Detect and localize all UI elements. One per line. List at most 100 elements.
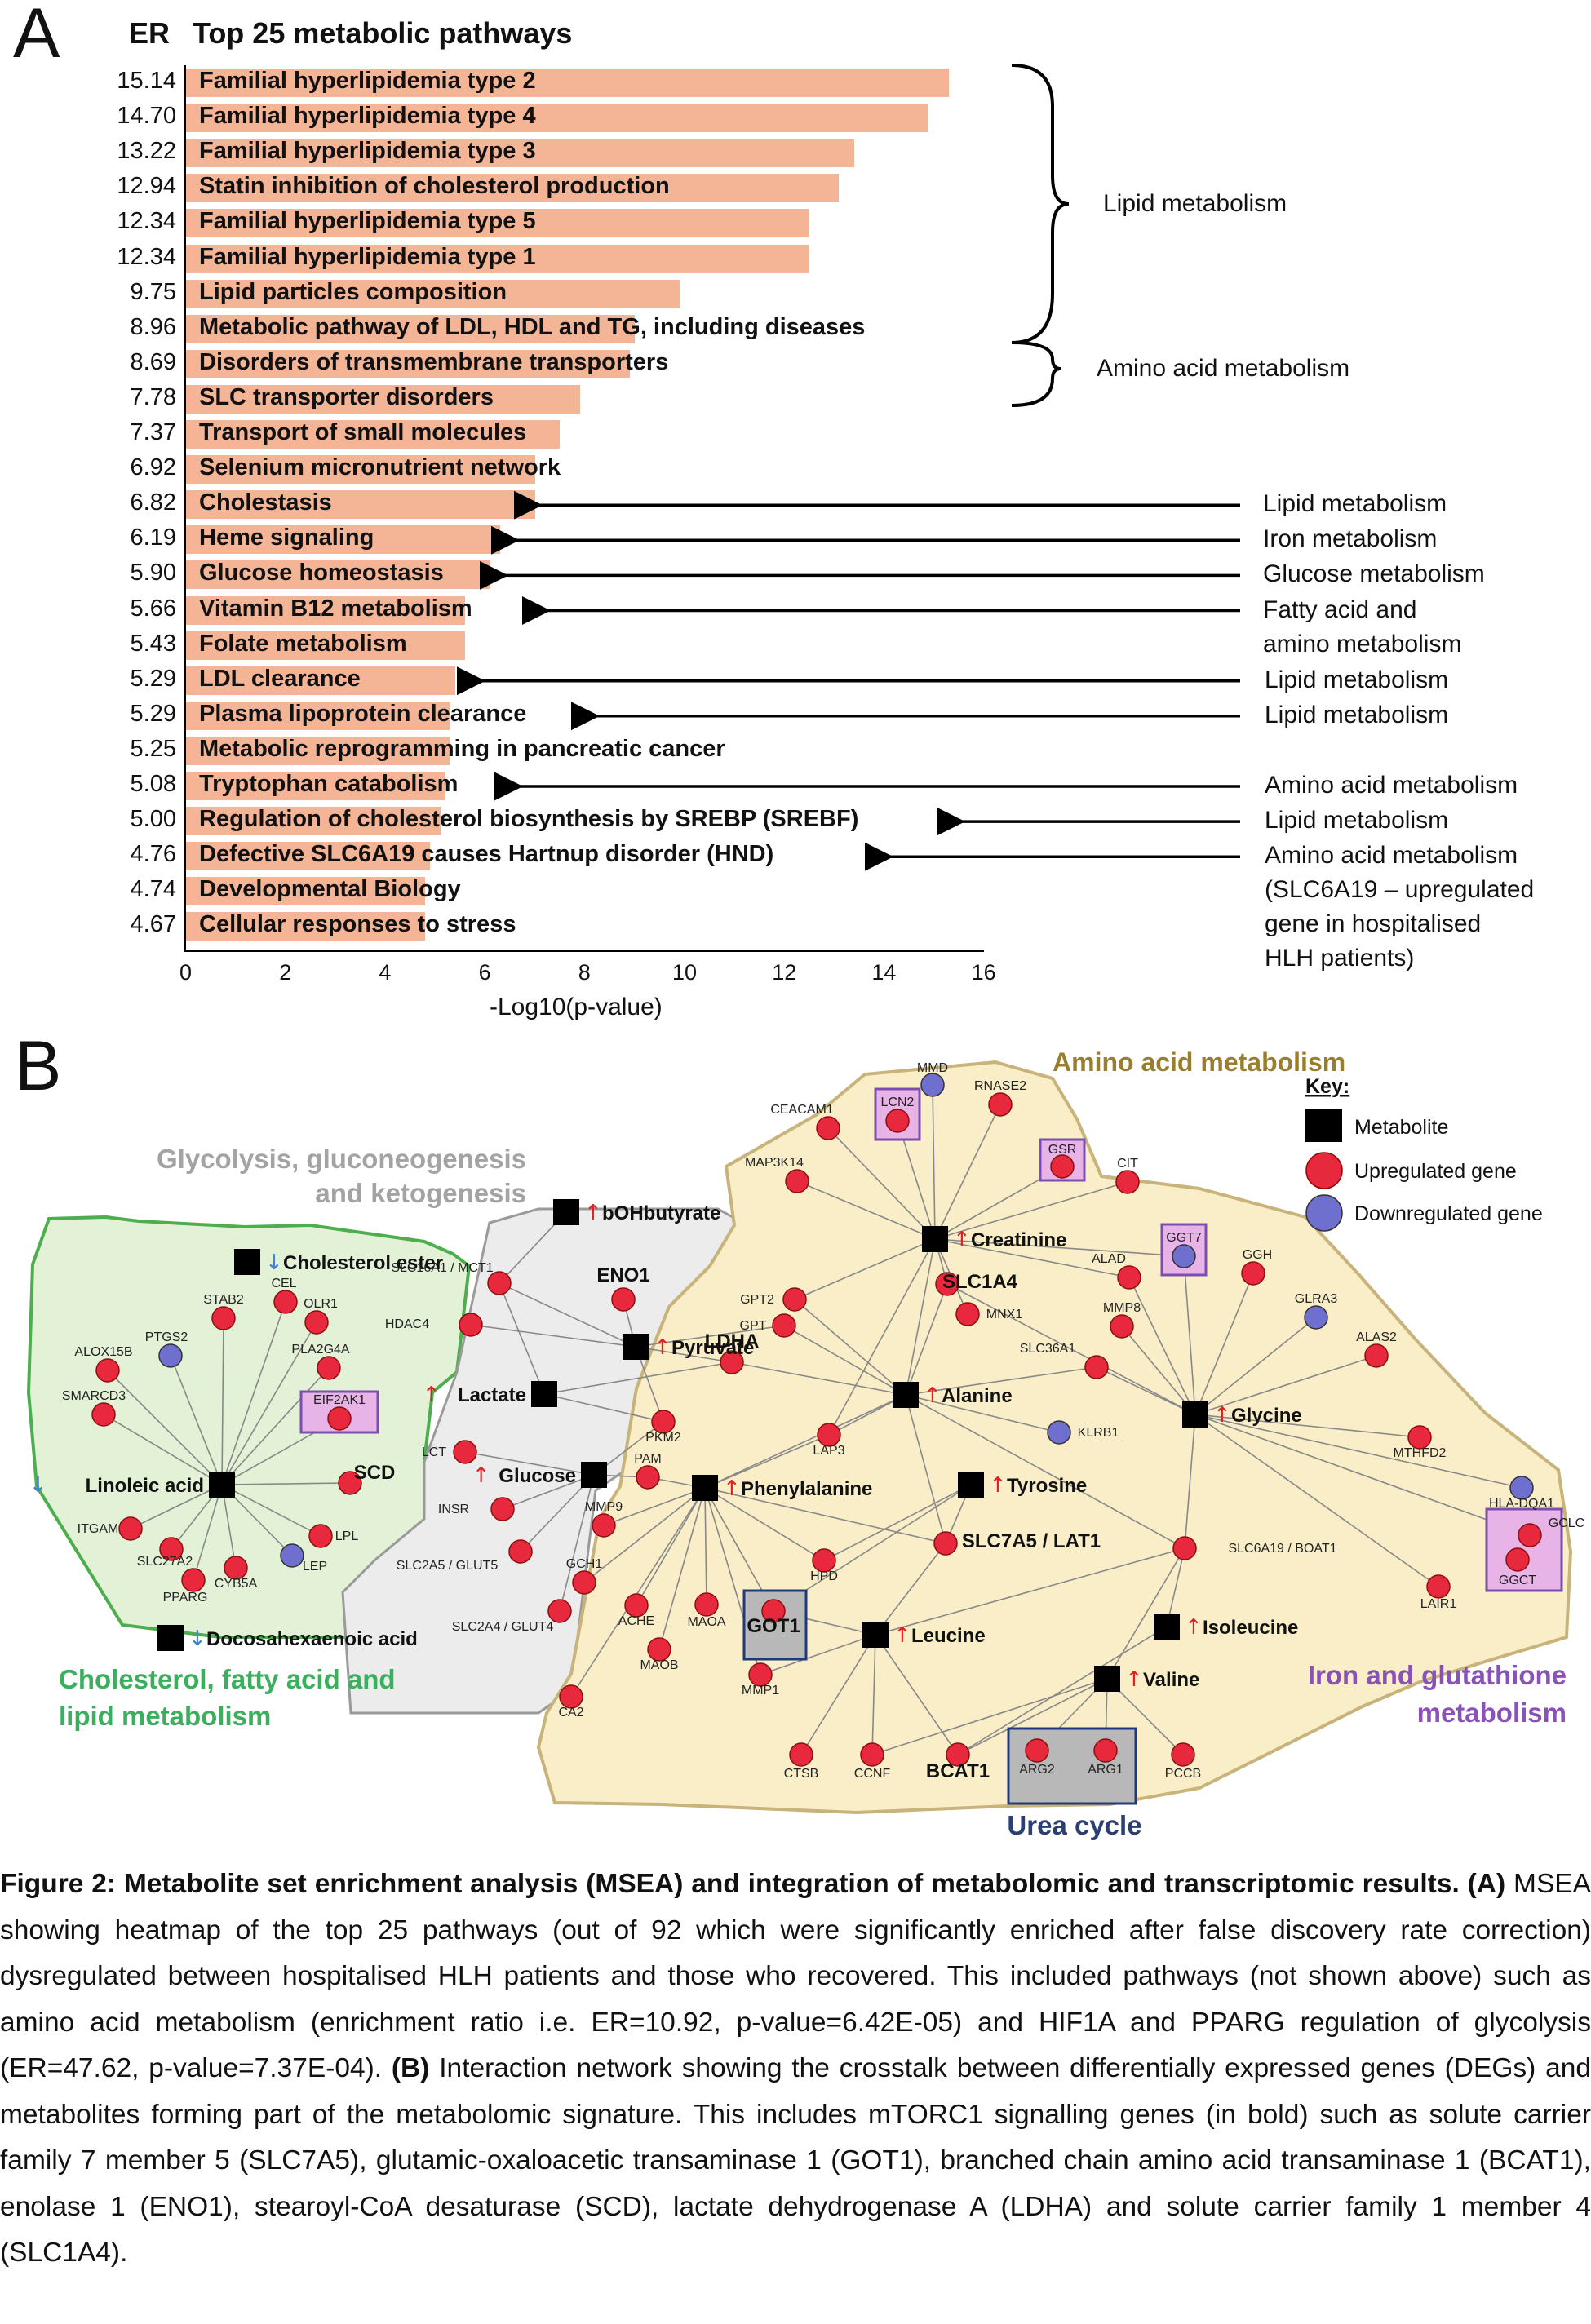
- gene-label: MMD: [917, 1061, 948, 1075]
- er-value: 5.43: [130, 630, 176, 657]
- network-edge: [1184, 1414, 1196, 1549]
- network-edge: [1194, 1414, 1522, 1489]
- gene-label: SLC27A2: [137, 1555, 193, 1569]
- bar: [186, 279, 680, 308]
- category-label: Glucose homeostasis: [199, 560, 444, 587]
- metabolite-label: Cholesterol ester: [283, 1252, 443, 1274]
- gene-label: LCT: [422, 1445, 446, 1459]
- metabolite-node-bohb: [553, 1199, 579, 1225]
- network-edge: [1194, 1355, 1377, 1415]
- category-label: Tryptophan catabolism: [199, 771, 459, 797]
- gene-node-cel: [273, 1290, 298, 1314]
- gene-node-insr: [490, 1497, 515, 1521]
- network-edge: [570, 1487, 706, 1698]
- x-tick-label: 4: [379, 960, 392, 985]
- network-edge: [470, 1324, 636, 1348]
- gene-label: HLA-DQA1: [1489, 1497, 1554, 1511]
- category-label: LDL clearance: [199, 665, 361, 692]
- bar: [186, 772, 445, 800]
- gene-node-alad: [1117, 1265, 1141, 1290]
- metabolite-direction-arrow: ↓: [265, 1251, 283, 1275]
- metabolite-node-glycine: [1182, 1401, 1208, 1428]
- gene-node-bcat1: [946, 1742, 970, 1767]
- metabolite-node-alanine: [893, 1382, 919, 1408]
- x-tick-label: 2: [279, 960, 292, 985]
- annotation-label: Lipid metabolism: [1263, 490, 1447, 518]
- gene-node-slc2a4: [547, 1599, 572, 1623]
- network-edge: [794, 1299, 906, 1396]
- gene-label: SLC7A5 / LAT1: [962, 1530, 1101, 1552]
- gene-label: ACHE: [618, 1614, 654, 1628]
- gene-label: CYB5A: [215, 1577, 258, 1591]
- network-edge: [934, 1104, 1001, 1240]
- network-edge: [783, 1325, 906, 1396]
- gene-node-ggh: [1241, 1261, 1265, 1286]
- caption-b-text: Interaction network showing the crosstal…: [0, 2053, 1591, 2268]
- metabolite-node-isoleucine: [1154, 1614, 1180, 1640]
- er-value: 4.67: [130, 911, 176, 938]
- metabolite-direction-arrow: ↑: [953, 1228, 971, 1252]
- network-edge: [1194, 1273, 1254, 1415]
- metabolite-direction-arrow: ↑: [893, 1623, 911, 1648]
- network-edge: [871, 1678, 1108, 1755]
- gene-label: LDHA: [705, 1330, 760, 1352]
- gene-node-cyb5a: [224, 1556, 248, 1580]
- network-edge: [932, 1084, 936, 1240]
- gene-label: MMP9: [585, 1500, 623, 1514]
- network-edge: [193, 1484, 223, 1581]
- gene-label: ARG2: [1019, 1763, 1055, 1777]
- panel-b-letter: B: [15, 1027, 62, 1105]
- gene-node-lct: [453, 1440, 477, 1464]
- gene-label: CIT: [1117, 1157, 1138, 1171]
- metabolite-node-phenylalanine: [692, 1475, 718, 1501]
- brace-label-amino: Amino acid metabolism: [1097, 355, 1350, 382]
- chart-title: Top 25 metabolic pathways: [193, 16, 573, 50]
- gene-node-glra3: [1304, 1305, 1328, 1330]
- network-edge: [1194, 1317, 1317, 1415]
- annotation-label: Amino acid metabolism: [1265, 772, 1518, 799]
- network-edge: [1194, 1414, 1439, 1587]
- gene-node-ache: [624, 1593, 649, 1618]
- network-edge: [635, 1325, 785, 1348]
- gene-label: LPL: [335, 1529, 359, 1543]
- network-edge: [499, 1282, 545, 1395]
- gene-label: SCD: [354, 1462, 396, 1484]
- gene-label: ARG1: [1088, 1763, 1123, 1777]
- gene-node-pla2g4a: [317, 1356, 341, 1380]
- metabolite-node-linoleic: [209, 1472, 235, 1498]
- gene-node-slc6a19: [1172, 1536, 1197, 1560]
- gene-label: LAP3: [813, 1444, 844, 1458]
- x-tick-label: 8: [578, 960, 591, 985]
- gene-label: HPD: [810, 1569, 838, 1583]
- network-edge: [800, 1634, 876, 1755]
- metabolite-label: Pyruvate: [671, 1337, 754, 1359]
- gene-node-map3k14: [785, 1169, 809, 1193]
- key-up-swatch: [1305, 1152, 1343, 1189]
- gene-node-pparg: [181, 1568, 206, 1592]
- gene-label: GGH: [1243, 1248, 1272, 1262]
- gene-label: MAOB: [640, 1658, 678, 1672]
- bar: [186, 701, 450, 730]
- metabolite-label: Creatinine: [971, 1229, 1066, 1251]
- metabolite-node-leucine: [862, 1622, 889, 1648]
- network-edge: [221, 1484, 237, 1569]
- gene-node-slc2a5: [508, 1539, 533, 1564]
- gene-label: MMP8: [1103, 1301, 1141, 1315]
- gene-node-mmd: [920, 1073, 945, 1097]
- network-edge: [760, 1634, 876, 1675]
- network-edge: [543, 1393, 664, 1423]
- category-label: Transport of small molecules: [199, 419, 527, 445]
- bar: [186, 595, 466, 625]
- network-edge: [559, 1474, 595, 1612]
- network-edge: [875, 1543, 946, 1636]
- network-edge: [704, 1434, 830, 1489]
- bar: [186, 525, 500, 555]
- category-label: Familial hyperlipidemia type 5: [199, 208, 536, 235]
- bar: [186, 349, 630, 378]
- gene-label: CEL: [271, 1277, 296, 1290]
- gene-node-lep: [280, 1543, 304, 1568]
- gene-node-mthfd2: [1407, 1425, 1432, 1450]
- bar: [186, 244, 809, 273]
- er-value: 6.82: [130, 489, 176, 516]
